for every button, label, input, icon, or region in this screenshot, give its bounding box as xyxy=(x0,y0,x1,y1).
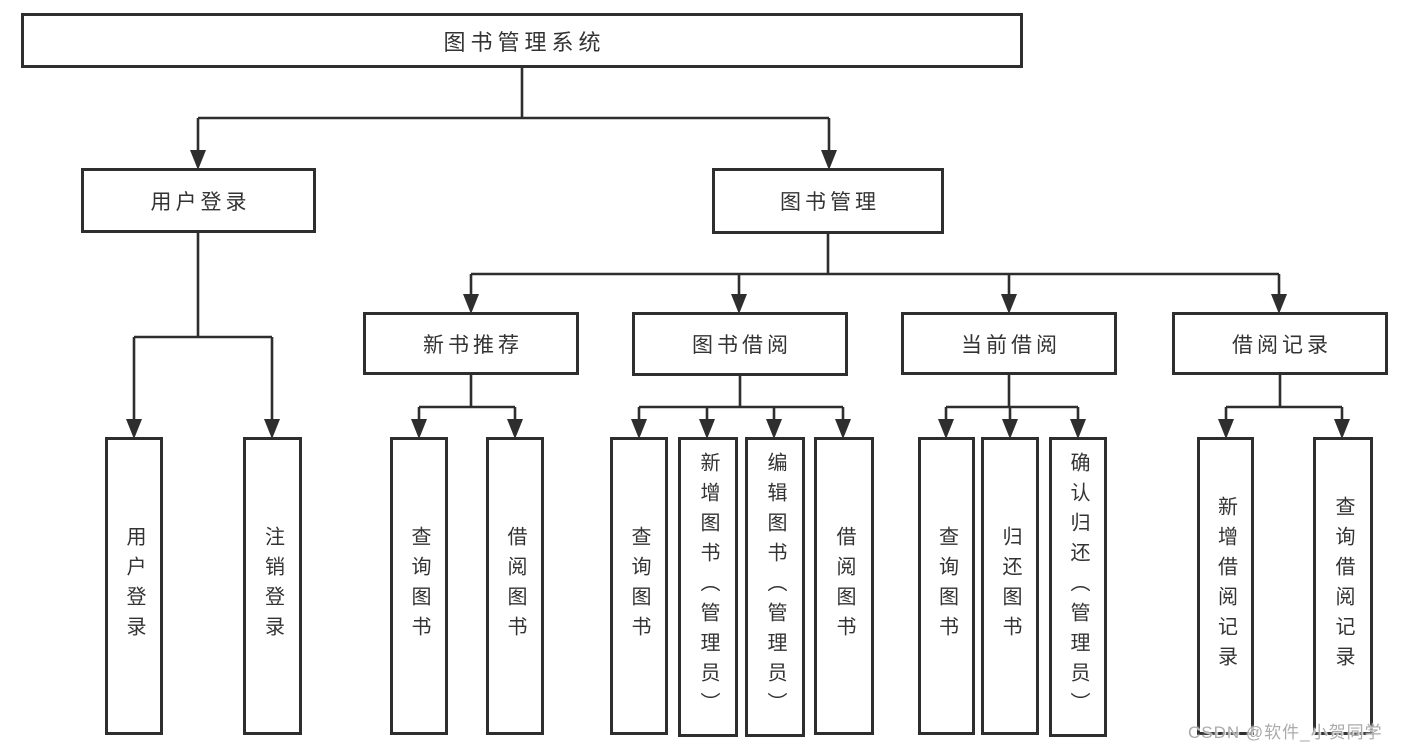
watermark-text: CSDN @软件_小贺同学 xyxy=(1188,723,1383,742)
node-leaf-add-book-admin: 新增图书（管理员） xyxy=(678,437,738,737)
node-new-book-recommend: 新书推荐 xyxy=(363,312,579,375)
node-leaf-confirm-return-admin: 确认归还（管理员） xyxy=(1049,437,1107,737)
arrowheads xyxy=(126,150,1350,439)
node-leaf-borrow-books-2: 借阅图书 xyxy=(814,437,874,735)
node-leaf-edit-book-admin: 编辑图书（管理员） xyxy=(745,437,805,737)
node-leaf-query-borrow-record: 查询借阅记录 xyxy=(1313,437,1373,735)
node-leaf-query-books-2: 查询图书 xyxy=(610,437,668,735)
node-leaf-query-books-1: 查询图书 xyxy=(390,437,448,735)
node-leaf-add-borrow-record: 新增借阅记录 xyxy=(1197,437,1254,735)
node-book-borrow: 图书借阅 xyxy=(632,312,848,376)
node-leaf-logout: 注销登录 xyxy=(243,437,302,735)
node-leaf-user-login: 用户登录 xyxy=(105,437,163,735)
node-leaf-query-books-3: 查询图书 xyxy=(918,437,975,735)
node-leaf-return-book: 归还图书 xyxy=(981,437,1039,735)
node-book-management: 图书管理 xyxy=(712,168,944,234)
node-user-login: 用户登录 xyxy=(81,168,316,233)
node-root: 图书管理系统 xyxy=(21,13,1023,68)
node-current-borrow: 当前借阅 xyxy=(901,312,1117,375)
node-leaf-borrow-books-1: 借阅图书 xyxy=(486,437,544,735)
node-borrow-records: 借阅记录 xyxy=(1172,312,1388,375)
